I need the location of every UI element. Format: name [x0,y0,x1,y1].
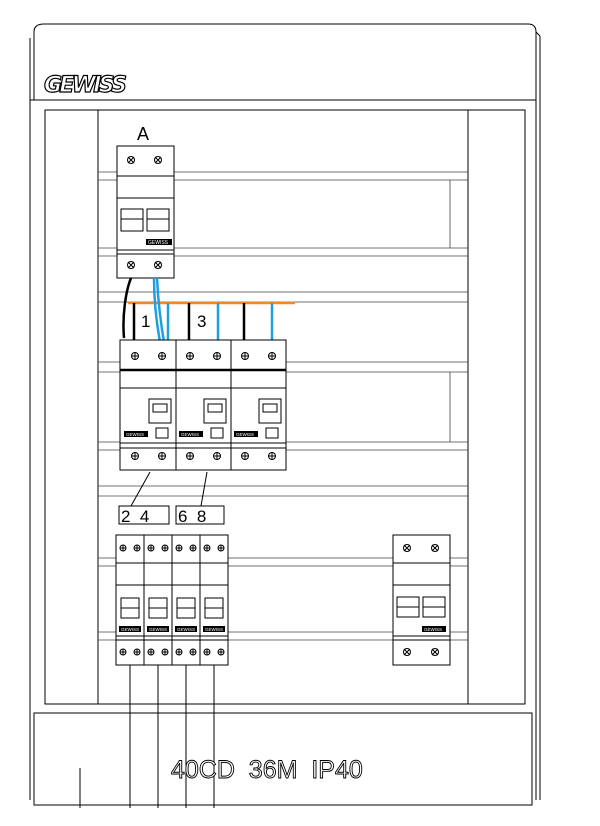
breaker-a-label: A [137,124,149,144]
circuit-label-3: 3 [197,312,206,331]
rcbo-module-1: GEWISS [119,339,177,471]
output-label-6-8: 6 8 [178,507,206,526]
mcb-screw-icons [119,544,225,656]
breaker-a-screw-icons [127,156,162,269]
output-label-2-4: 2 4 [121,507,149,526]
footer-plate [33,712,533,806]
middle-row-screw-icons [131,352,276,460]
outgoing-cables [79,665,215,808]
mcb-2-brand-mark: GEWISS [149,627,167,632]
mcb-4-brand-mark: GEWISS [205,627,223,632]
module-wires [132,303,274,340]
module-1-brand-mark: GEWISS [126,432,144,437]
right-breaker: GEWISS [392,534,451,666]
output-leaders [130,471,208,507]
mcb-group: GEWISS GEWISS GEWISS GEWISS [115,534,229,666]
circuit-label-1: 1 [141,312,150,331]
brand-logo: GEWISS [44,73,128,98]
inner-panel [44,109,526,705]
right-breaker-screw-icons [403,544,439,656]
right-breaker-brand-mark: GEWISS [424,627,442,632]
rcbo-module-2: GEWISS [175,339,232,471]
mcb-3-brand-mark: GEWISS [177,627,195,632]
main-breaker-a: GEWISS [116,145,175,279]
rcbo-module-3: GEWISS [230,339,287,471]
enclosure-frame [29,23,541,800]
module-2-brand-mark: GEWISS [181,432,199,437]
model-label: 40CD 36M IP40 [171,756,363,784]
breaker-a-brand-mark: GEWISS [148,240,169,246]
output-label-box-2: 6 8 [175,505,225,526]
mcb-1-brand-mark: GEWISS [121,627,139,632]
output-label-box-1: 2 4 [118,505,170,526]
module-3-brand-mark: GEWISS [236,432,254,437]
